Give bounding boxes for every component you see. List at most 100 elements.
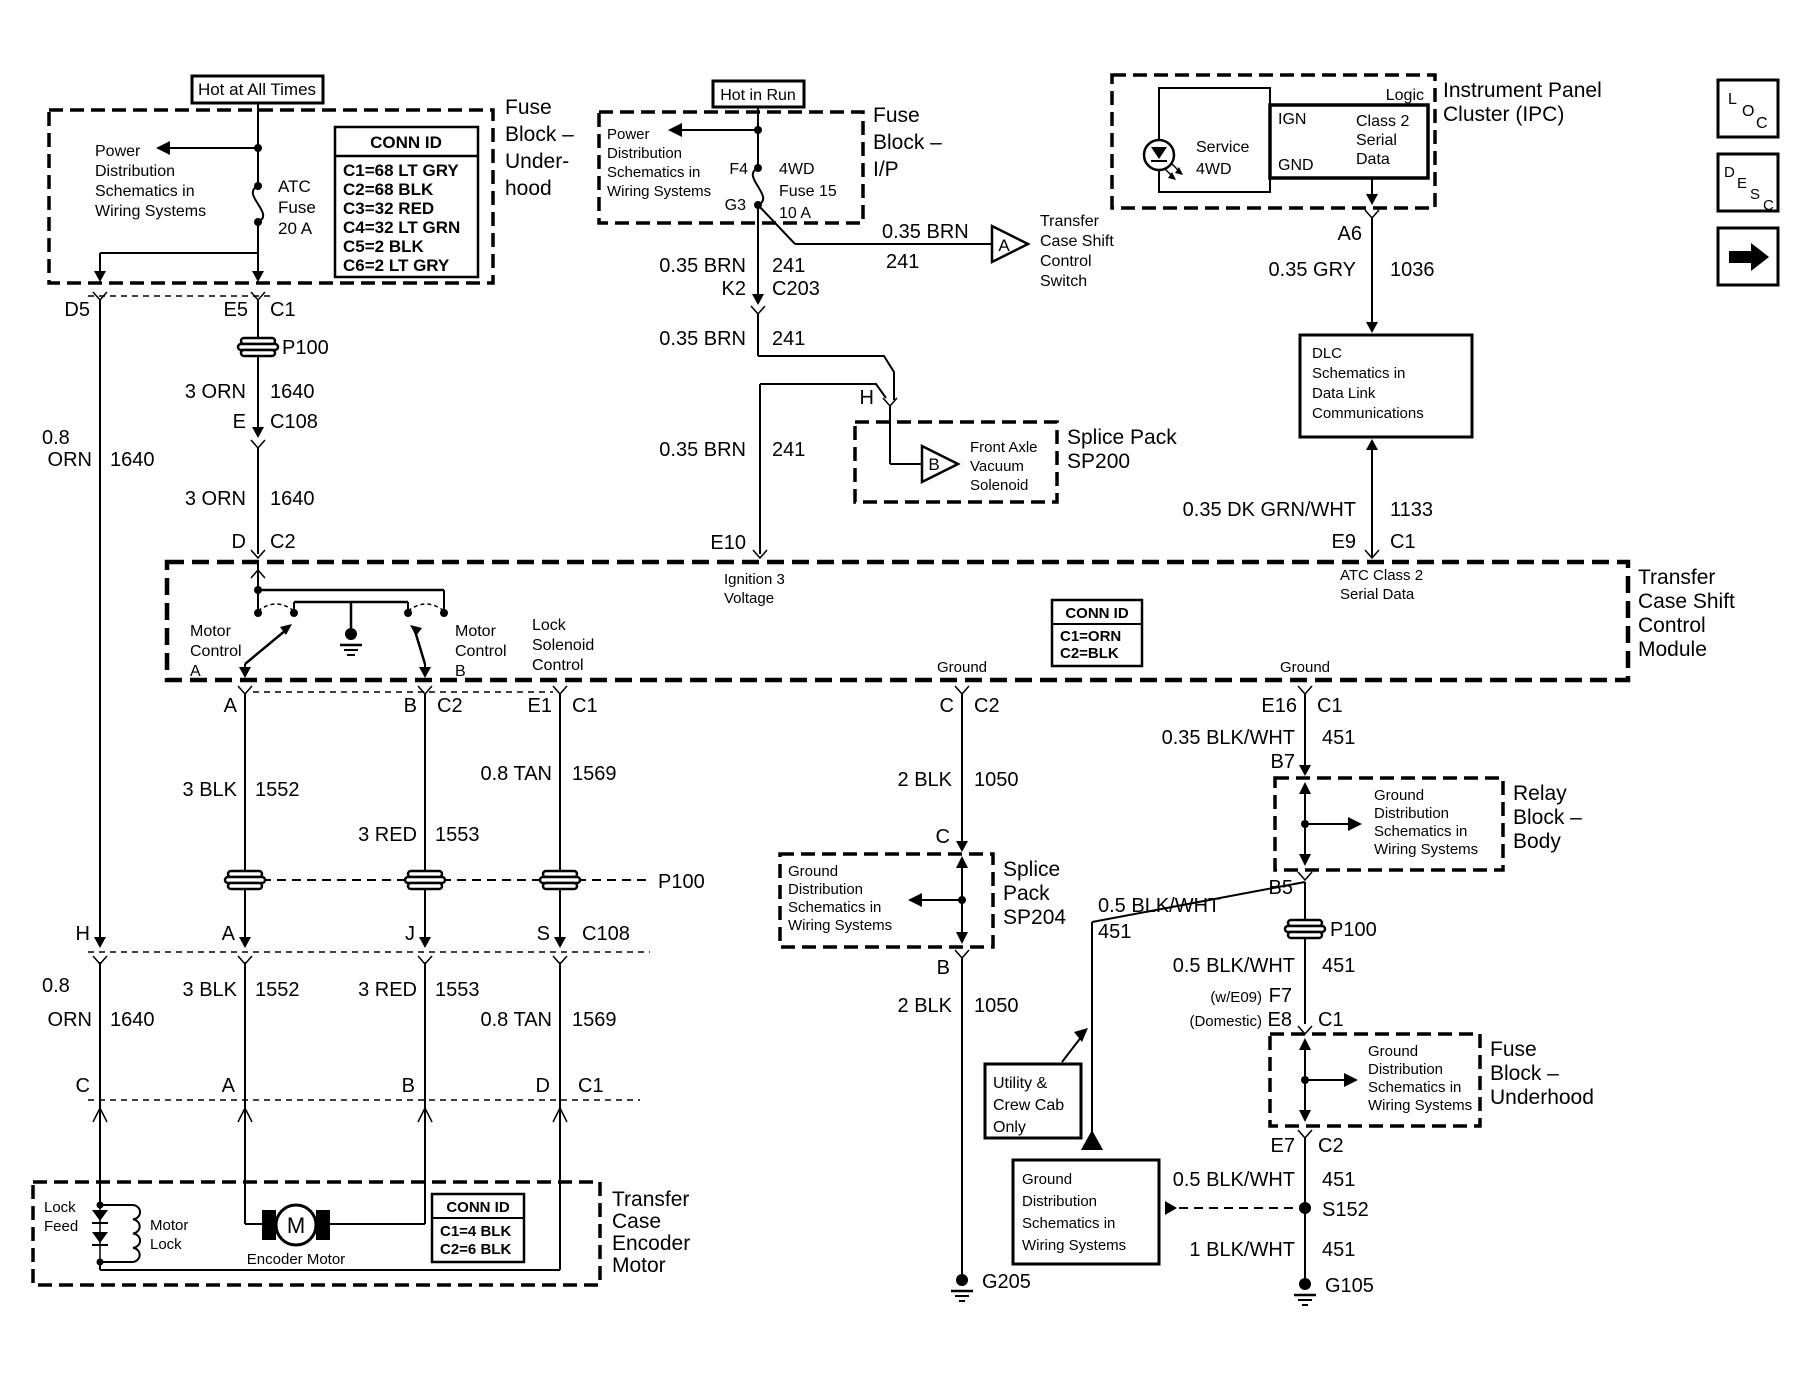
lock-feed-label: Feed — [44, 1218, 78, 1235]
lock-solenoid-label: Lock Solenoid Control — [532, 617, 594, 674]
ground-distribution-note: Ground Distribution Schematics in Wiring… — [1374, 787, 1478, 858]
svg-text:Utility &: Utility & — [993, 1075, 1048, 1092]
motor-m-letter: M — [287, 1213, 305, 1238]
pin-ign: IGN — [1278, 111, 1306, 128]
p100-grommet-icon — [223, 869, 267, 891]
wire-blk-circuit: 1552 — [255, 979, 300, 1001]
wire-08orn-color: ORN — [48, 449, 92, 471]
svg-text:Transfer: Transfer — [612, 1188, 689, 1211]
pin-b: B — [404, 695, 417, 717]
class2-label: Class 2 — [1356, 113, 1409, 130]
down-arrow-icon — [94, 271, 106, 282]
motor-control-b-label: Motor Control B — [455, 623, 507, 680]
svg-text:Motor: Motor — [190, 623, 232, 640]
fuse-number: Fuse 15 — [779, 183, 837, 200]
pin-e1: E1 — [528, 695, 552, 717]
sp200-label: SP200 — [1067, 450, 1130, 473]
wire-gry-color: 0.35 GRY — [1269, 259, 1356, 281]
fuse-block-ip: Hot in Run Power Distribution Schematics… — [597, 79, 992, 400]
relay-block-label: Block – — [1513, 806, 1582, 829]
triangle-a-letter: A — [998, 236, 1010, 255]
logic-label: Logic — [1386, 87, 1424, 104]
wire-brn-color: 0.35 BRN — [659, 439, 746, 461]
wire-dkgrn-color: 0.35 DK GRN/WHT — [1183, 499, 1356, 521]
led-label: 4WD — [1196, 161, 1232, 178]
svg-text:hood: hood — [505, 177, 552, 200]
svg-text:Schematics in: Schematics in — [1374, 823, 1467, 840]
up-right-arrow-icon — [1074, 1028, 1088, 1042]
front-axle-solenoid-label: Front Axle Vacuum Solenoid — [970, 439, 1038, 494]
splice-pack-sp204: Ground Distribution Schematics in Wiring… — [778, 852, 1066, 949]
wire-red-color: 3 RED — [358, 824, 417, 846]
svg-text:Distribution: Distribution — [788, 881, 863, 898]
instrument-panel-cluster: Service 4WD Logic IGN GND Class 2 Serial… — [1110, 73, 1602, 333]
sp204-label: SP204 — [1003, 906, 1066, 929]
pin-h: H — [76, 923, 90, 945]
wire-08orn-circuit: 1640 — [110, 449, 155, 471]
wire-brn-branch-circuit: 241 — [886, 251, 919, 273]
encoder-motor-assembly: Lock Feed Motor Lock M Encode — [31, 1180, 690, 1287]
wire-red-circuit: 1553 — [435, 824, 480, 846]
wire-3orn-color: 3 ORN — [185, 381, 246, 403]
svg-text:Under-: Under- — [505, 150, 569, 173]
encoder-motor-name: Encoder Motor — [247, 1251, 345, 1268]
wire-blk-circuit: 1552 — [255, 779, 300, 801]
svg-text:C1=4 BLK: C1=4 BLK — [440, 1223, 511, 1240]
svg-text:Wiring Systems: Wiring Systems — [607, 183, 711, 200]
power-distribution-note: Power Distribution Schematics in Wiring … — [607, 126, 711, 200]
pin-a: A — [222, 923, 236, 945]
wire-brn-circuit: 241 — [772, 439, 805, 461]
note-line: Schematics in — [95, 183, 195, 200]
ground-distribution-note: Ground Distribution Schematics in Wiring… — [788, 863, 892, 934]
conn-c203: C203 — [772, 278, 820, 300]
left-arrow-icon — [156, 141, 170, 155]
power-distribution-note: Power Distribution Schematics in Wiring … — [95, 143, 206, 220]
svg-text:Transfer: Transfer — [1040, 213, 1100, 230]
p100-grommet-icon — [538, 869, 582, 891]
left-arrow-icon — [668, 123, 682, 137]
svg-text:Distribution: Distribution — [607, 145, 682, 162]
wire-3orn-circuit: 1640 — [270, 381, 315, 403]
down-arrow-icon — [956, 841, 968, 852]
ipc-title: Instrument Panel — [1443, 79, 1602, 102]
svg-text:Schematics in: Schematics in — [607, 164, 700, 181]
ipc-title: Cluster (IPC) — [1443, 103, 1564, 126]
next-arrow-icon[interactable] — [1716, 226, 1780, 287]
note-line: Wiring Systems — [95, 203, 206, 220]
pin-a: A — [222, 1075, 236, 1097]
svg-text:Front Axle: Front Axle — [970, 439, 1038, 456]
ground-g205: G205 — [982, 1271, 1031, 1293]
motor-switch-a — [239, 624, 292, 678]
conn-id-row: C2=68 BLK — [343, 180, 434, 199]
svg-text:Control: Control — [532, 657, 584, 674]
wire-bw-circuit: 451 — [1322, 1239, 1355, 1261]
fuse-block-uh2-label: Block – — [1490, 1062, 1559, 1085]
dlc-line: Communications — [1312, 405, 1424, 422]
pin-e9: E9 — [1332, 531, 1356, 553]
svg-text:B: B — [455, 663, 466, 680]
svg-text:Lock: Lock — [532, 617, 567, 634]
note-domestic: (Domestic) — [1189, 1013, 1262, 1030]
loc-icon[interactable]: L O C — [1716, 78, 1780, 139]
ground-pin-label: Ground — [1280, 659, 1330, 676]
pin-e7-conn: C2 — [1318, 1135, 1344, 1157]
conn-id-table-module: CONN ID C1=ORN C2=BLK — [1050, 598, 1144, 668]
wire-brn-color: 0.35 BRN — [659, 255, 746, 277]
desc-icon[interactable]: D E S C — [1716, 152, 1780, 214]
conn-id-row: C6=2 LT GRY — [343, 256, 450, 275]
fuse-block-uh2-label: Underhood — [1490, 1086, 1594, 1109]
conn-id-row: C4=32 LT GRN — [343, 218, 460, 237]
wire-brn-branch-color: 0.35 BRN — [882, 221, 969, 243]
svg-text:Wiring Systems: Wiring Systems — [1368, 1097, 1472, 1114]
svg-text:Block –: Block – — [505, 123, 574, 146]
svg-text:Ground: Ground — [1368, 1043, 1418, 1060]
pin-b-conn: C2 — [437, 695, 463, 717]
wire-red-circuit: 1553 — [435, 979, 480, 1001]
svg-text:S: S — [1750, 186, 1760, 203]
pin-b-splice: B — [937, 957, 950, 979]
down-arrow-icon — [1366, 322, 1378, 333]
connector-c108: C108 — [582, 923, 630, 945]
pin-e1-conn: C1 — [572, 695, 598, 717]
relay-block-body: Ground Distribution Schematics in Wiring… — [1273, 776, 1582, 872]
